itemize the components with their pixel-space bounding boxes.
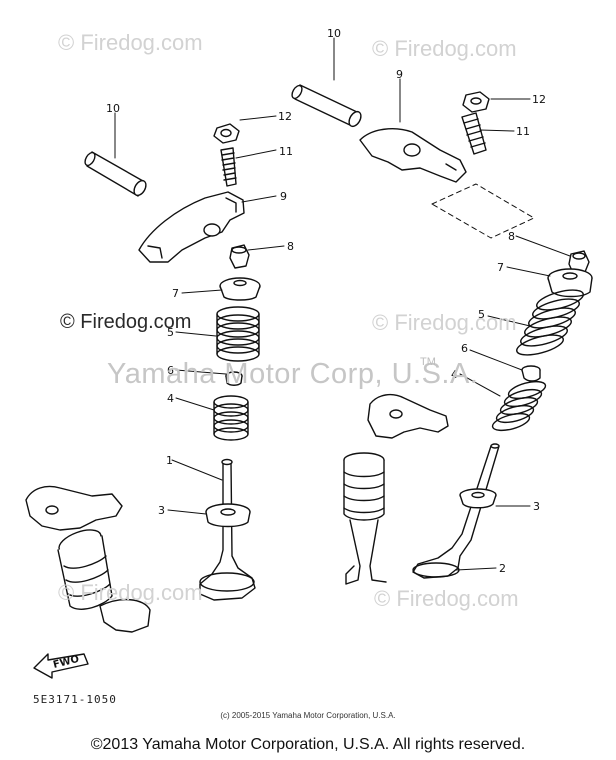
- outer-spring-right: [516, 289, 584, 356]
- callout-12-right: 12: [532, 93, 546, 106]
- adjusting-screw-right: [461, 112, 487, 155]
- exhaust-valve: [412, 443, 500, 579]
- watermark-firedog-prominent: © Firedog.com: [60, 311, 192, 333]
- spring-retainer-right: [547, 268, 593, 298]
- callout-4-right: 4: [451, 368, 458, 381]
- watermark-firedog-mid-right: © Firedog.com: [372, 310, 517, 335]
- watermark-firedog-bottom-left: © Firedog.com: [58, 580, 203, 605]
- rocker-arm-left: [138, 191, 245, 263]
- rocker-shaft-right: [291, 84, 362, 128]
- inner-spring-left: [213, 395, 249, 441]
- callout-12-left: 12: [278, 110, 292, 123]
- callout-7-right: 7: [497, 261, 504, 274]
- callout-1: 1: [166, 454, 173, 467]
- valve-seal-right: [459, 488, 497, 509]
- inner-spring-right: [491, 380, 547, 432]
- callout-7-left: 7: [172, 287, 179, 300]
- watermark-yamaha: Yamaha Motor Corp, U.S.A.: [107, 358, 479, 390]
- copyright-footer: ©2013 Yamaha Motor Corporation, U.S.A. A…: [90, 736, 526, 753]
- rocker-shaft-left: [84, 151, 147, 197]
- pad-left: [229, 244, 250, 269]
- outer-spring-left: [216, 306, 260, 362]
- valve-guide-boss-left: [57, 529, 151, 633]
- callout-6-left: 6: [167, 364, 174, 377]
- callout-6-right: 6: [461, 342, 468, 355]
- callout-5-right: 5: [478, 308, 485, 321]
- callout-9-left: 9: [280, 190, 287, 203]
- locknut-left: [213, 123, 240, 144]
- forward-arrow-icon: [33, 653, 89, 679]
- watermark-tm: TM: [420, 356, 436, 368]
- intake-valve: [199, 458, 256, 601]
- valve-seal-left: [205, 503, 251, 528]
- callout-2: 2: [499, 562, 506, 575]
- callout-10-left: 10: [106, 102, 120, 115]
- callout-4-left: 4: [167, 392, 174, 405]
- adjusting-screw-left: [220, 147, 237, 187]
- diagram-part-code: 5E3171-1050: [33, 693, 117, 706]
- rocker-reference-left: [25, 485, 123, 531]
- locknut-right: [462, 91, 490, 113]
- spring-seat-left: [225, 371, 243, 386]
- callout-5-left: 5: [167, 326, 174, 339]
- rocker-reference-right: [367, 393, 449, 439]
- copyright-small: (c) 2005-2015 Yamaha Motor Corporation, …: [220, 711, 396, 720]
- watermark-firedog-bottom-right: © Firedog.com: [374, 586, 519, 611]
- callout-8-left: 8: [287, 240, 294, 253]
- callout-11-left: 11: [279, 145, 293, 158]
- callout-10-right: 10: [327, 27, 341, 40]
- watermark-firedog-top-right: © Firedog.com: [372, 36, 517, 61]
- rocker-arm-right: [359, 128, 467, 183]
- callout-3-left: 3: [158, 504, 165, 517]
- callout-8-right: 8: [508, 230, 515, 243]
- valve-guide-boss-right: [343, 452, 387, 585]
- spring-seat-right: [521, 365, 541, 382]
- callout-11-right: 11: [516, 125, 530, 138]
- callout-9-right: 9: [396, 68, 403, 81]
- spring-retainer-left: [219, 277, 261, 301]
- callout-3-right: 3: [533, 500, 540, 513]
- callout-numbers: 10 10 9 12 12 11 11 9 8 8 7 7 5 5 6 6 4 …: [52, 27, 546, 671]
- watermark-firedog-top-left: © Firedog.com: [58, 30, 203, 55]
